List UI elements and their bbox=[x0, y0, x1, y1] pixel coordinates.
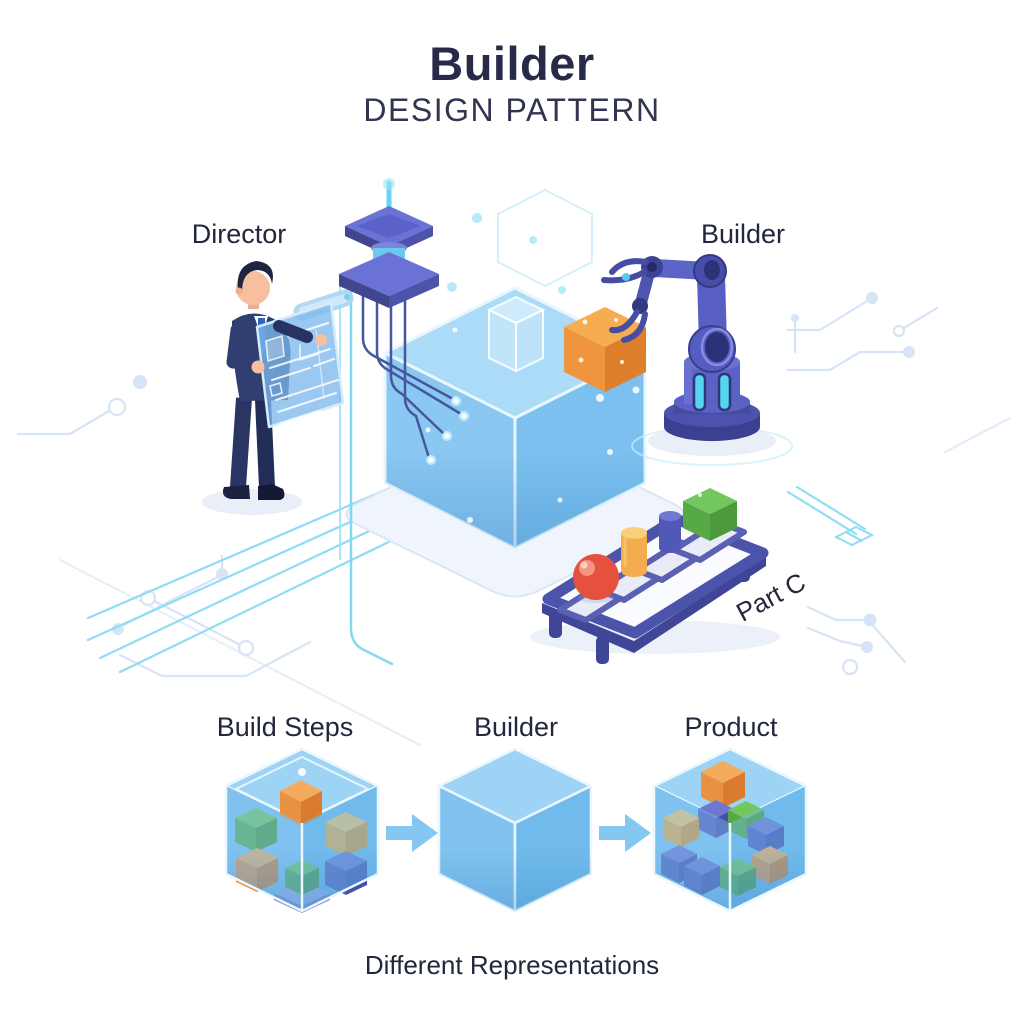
parts-tray-icon bbox=[530, 488, 780, 664]
build-steps-label: Build Steps bbox=[216, 712, 354, 742]
build-steps-cube-icon bbox=[224, 747, 380, 913]
director-person-icon bbox=[202, 261, 354, 515]
robot-arm-icon bbox=[601, 254, 793, 466]
base-window bbox=[717, 372, 732, 412]
shoe bbox=[222, 485, 250, 499]
cylinder-part-icon bbox=[659, 511, 681, 553]
builder-label: Builder bbox=[700, 219, 786, 249]
hand bbox=[315, 334, 327, 346]
head bbox=[236, 271, 270, 305]
builder-bottom-label: Builder bbox=[473, 712, 559, 742]
arrow-right-icon bbox=[599, 814, 651, 852]
hair bbox=[237, 261, 273, 292]
director-label: Director bbox=[191, 219, 287, 249]
caption: Different Representations bbox=[364, 950, 660, 980]
ghost-cube-icon bbox=[486, 295, 546, 373]
cylinder-part-icon bbox=[621, 527, 647, 577]
page-title: Builder bbox=[429, 37, 595, 90]
arrow-right-icon bbox=[386, 814, 438, 852]
hand bbox=[251, 360, 265, 374]
base-window bbox=[692, 372, 707, 412]
page-subtitle: DESIGN PATTERN bbox=[363, 92, 661, 128]
product-cube-icon bbox=[652, 747, 808, 913]
builder-cube-icon bbox=[437, 747, 593, 913]
shoe bbox=[258, 484, 285, 500]
sphere-part-icon bbox=[573, 554, 619, 603]
sparkle-dots bbox=[447, 213, 566, 294]
cube-part-icon bbox=[683, 488, 737, 541]
product-label: Product bbox=[684, 712, 778, 742]
press-machine-icon bbox=[339, 178, 469, 666]
blueprint-icon bbox=[255, 289, 354, 429]
cable-glow-dots bbox=[426, 396, 469, 465]
